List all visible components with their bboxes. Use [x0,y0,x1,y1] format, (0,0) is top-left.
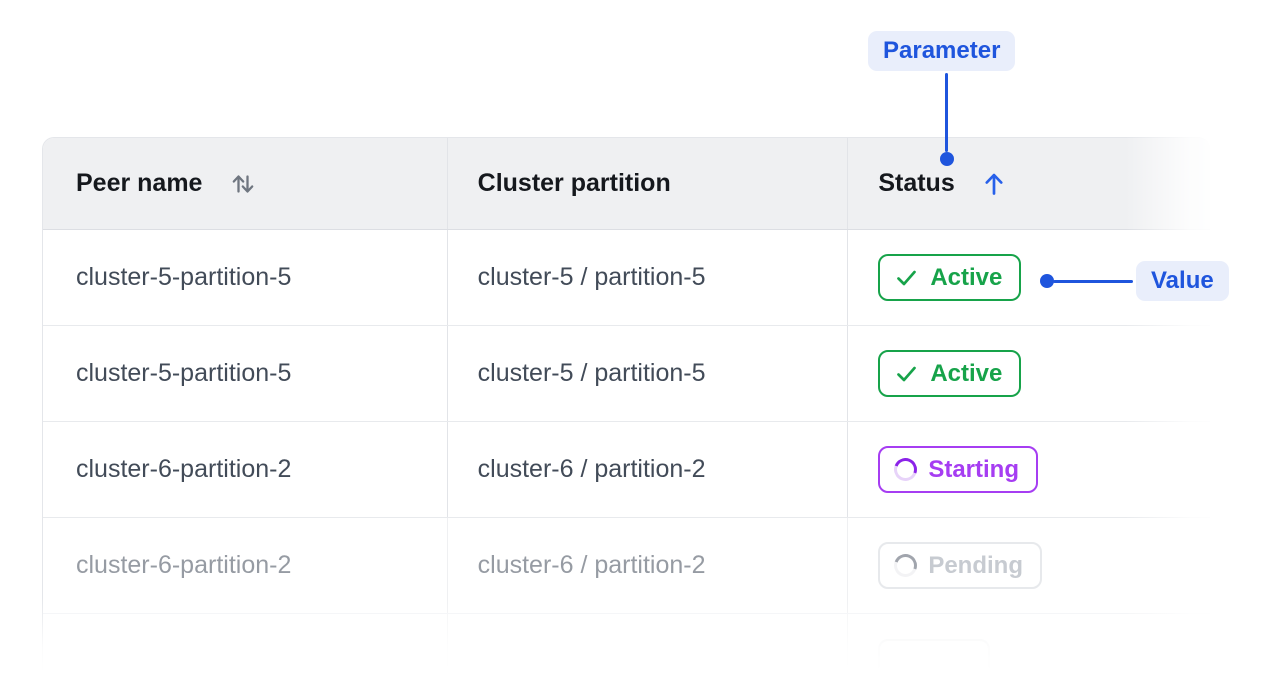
cell-cluster-partition: cluster-6 / partition-2 [448,518,849,613]
sort-asc-icon [983,171,1005,196]
table-row: cluster-6-partition-2 cluster-6 / partit… [43,518,1210,614]
column-header-peer-name[interactable]: Peer name [43,138,448,229]
spinner-icon [890,454,922,485]
table-header: Peer name Cluster partition Status [43,138,1210,230]
parameter-connector-dot [940,152,954,166]
cell-cluster-partition: cluster-6 / partition-2 [448,422,849,517]
cell-peer-name: cluster-5-partition-5 [43,326,448,421]
cell-peer-name: cluster-6-partition-2 [43,422,448,517]
cell-cluster-partition: cluster-5 / partition-5 [448,230,849,325]
cell-status [848,614,1210,688]
spinner-icon [890,550,922,581]
status-badge-active: Active [878,350,1022,397]
status-badge-label: Active [930,263,1003,291]
table-row: cluster-5-partition-5 cluster-5 / partit… [43,230,1210,326]
status-badge-label: Pending [928,551,1023,579]
table-row: cluster-6-partition-2 cluster-6 / partit… [43,422,1210,518]
column-header-cluster-partition-label: Cluster partition [477,169,671,197]
status-badge-label: Starting [928,455,1019,483]
cell-status: Starting [848,422,1210,517]
status-badge-starting: Starting [878,446,1038,493]
annotation-value-label: Value [1151,267,1214,294]
sort-updown-icon [230,170,256,198]
annotation-parameter-label: Parameter [883,37,1001,64]
status-badge-pending: Pending [878,542,1042,589]
cell-peer-name [43,614,448,688]
value-connector-line [1053,280,1133,283]
status-badge-active: Active [878,254,1022,301]
cell-status: Active [848,326,1210,421]
column-header-cluster-partition[interactable]: Cluster partition [448,138,849,229]
annotation-value-pill: Value [1136,261,1229,301]
status-badge-ghost [878,638,991,686]
value-connector-dot [1040,274,1054,288]
cell-cluster-partition [448,614,849,688]
peers-table: Peer name Cluster partition Status clust… [42,137,1210,688]
annotation-parameter-pill: Parameter [868,31,1016,71]
cell-peer-name: cluster-5-partition-5 [43,230,448,325]
check-icon [894,361,919,386]
table-row: cluster-5-partition-5 cluster-5 / partit… [43,326,1210,422]
check-icon [894,265,919,290]
cell-cluster-partition: cluster-5 / partition-5 [448,326,849,421]
cell-peer-name: cluster-6-partition-2 [43,518,448,613]
cell-status: Pending [848,518,1210,613]
status-badge-label: Active [930,359,1003,387]
cell-status: Active [848,230,1210,325]
table-row [43,614,1210,688]
column-header-peer-name-label: Peer name [76,169,203,197]
column-header-status-label: Status [878,169,955,197]
column-header-status[interactable]: Status [848,138,1210,229]
parameter-connector-line [945,73,948,152]
